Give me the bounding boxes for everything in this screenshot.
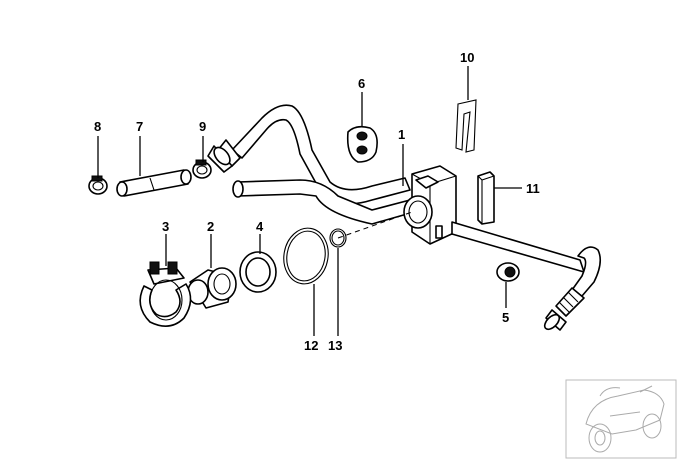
part-5-grommet[interactable] [496,262,520,282]
part-13-small-ring[interactable] [329,228,347,248]
callout-12: 12 [304,338,318,353]
callout-5: 5 [502,310,509,325]
callout-13: 13 [328,338,342,353]
part-10-spring-clip[interactable] [455,99,477,153]
part-11-foam-strip[interactable] [477,171,495,225]
part-1-breather-pipe[interactable] [207,104,602,332]
callout-6: 6 [358,76,365,91]
part-4-seal-ring[interactable] [239,251,277,293]
part-8-hose-clamp[interactable] [88,175,108,195]
callout-11: 11 [526,181,540,196]
callout-4: 4 [256,219,264,234]
part-7-hose[interactable] [116,169,192,197]
callout-1: 1 [398,127,405,142]
callout-10: 10 [460,50,474,65]
callout-8: 8 [94,119,101,134]
part-6-clip[interactable] [346,125,378,163]
callout-2: 2 [207,219,214,234]
callout-9: 9 [199,119,206,134]
part-2-adapter[interactable] [187,267,237,309]
part-12-o-ring[interactable] [279,225,332,288]
callout-7: 7 [136,119,143,134]
part-3-clamp[interactable] [139,261,192,327]
assembly-axis [337,211,413,239]
part-9-hose-clamp[interactable] [192,159,212,179]
callout-3: 3 [162,219,169,234]
motorcycle-thumbnail [565,379,677,459]
